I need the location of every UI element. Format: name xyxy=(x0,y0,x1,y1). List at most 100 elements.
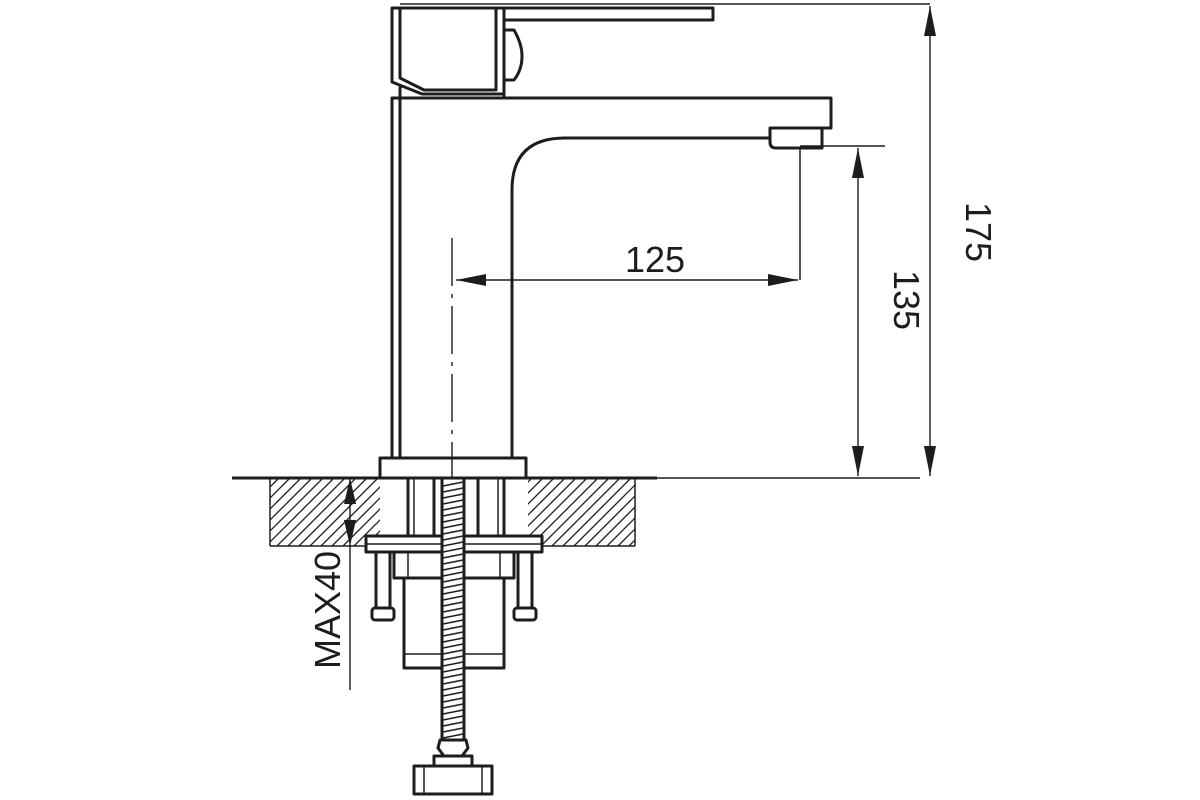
hatch-line xyxy=(651,478,719,546)
hatch-line xyxy=(270,478,291,546)
right-stud-shaft xyxy=(516,550,534,610)
thread-line xyxy=(442,547,464,553)
hatch-line xyxy=(298,478,368,546)
overall-height-label: 175 xyxy=(958,202,999,262)
thread-line xyxy=(442,631,464,637)
thread-line xyxy=(442,595,464,601)
thread-line xyxy=(442,523,464,529)
thread-line xyxy=(442,703,464,709)
hatch-line xyxy=(584,478,635,546)
hatch-line xyxy=(270,478,280,546)
thread-line xyxy=(442,487,464,493)
thread-line xyxy=(442,517,464,523)
thread-line xyxy=(442,529,464,535)
thread-line xyxy=(442,685,464,691)
hatch-line xyxy=(628,478,635,546)
thread-line xyxy=(442,733,464,739)
spout-reach-label: 125 xyxy=(625,239,685,280)
hatch-line xyxy=(684,478,752,546)
left-stud-shaft xyxy=(374,550,392,610)
hatch-line xyxy=(287,478,357,546)
thread-line xyxy=(442,505,464,511)
thread-line xyxy=(442,589,464,595)
thread-line xyxy=(442,619,464,625)
thread-line xyxy=(442,673,464,679)
hatch-line xyxy=(270,478,335,546)
mounting-hardware xyxy=(364,476,544,796)
thread-line xyxy=(442,661,464,667)
thread-line xyxy=(442,655,464,661)
hatch-line xyxy=(270,478,313,546)
thread-line xyxy=(442,583,464,589)
thread-line xyxy=(442,541,464,547)
hatch-line xyxy=(640,478,708,546)
arrow-top xyxy=(924,6,936,36)
thread-line xyxy=(442,643,464,649)
arrow-bottom xyxy=(852,446,864,476)
arrow-right xyxy=(768,274,798,286)
thread-line xyxy=(442,721,464,727)
aerator xyxy=(768,126,824,150)
handle-inner-line xyxy=(398,8,498,92)
countertop-section xyxy=(232,476,920,547)
dimension-spout-reach: 125 xyxy=(456,239,798,286)
thread-line xyxy=(442,571,464,577)
base-flange xyxy=(378,456,528,480)
hatch-line xyxy=(320,478,390,546)
hatch-line xyxy=(270,478,324,546)
thread-line xyxy=(442,667,464,673)
spout-height-label: 135 xyxy=(886,270,927,330)
thread-line xyxy=(442,691,464,697)
arrow-top xyxy=(344,478,356,504)
hatch-line xyxy=(270,478,302,546)
hatch-line xyxy=(695,478,763,546)
thread-line xyxy=(442,679,464,685)
thread-line xyxy=(442,697,464,703)
thread-line xyxy=(442,511,464,517)
faucet-body xyxy=(378,3,930,480)
handle-lever xyxy=(502,6,715,22)
hatch-line xyxy=(540,478,610,546)
thread-line xyxy=(442,559,464,565)
thread-line xyxy=(442,607,464,613)
hose-collar xyxy=(436,738,470,758)
thread-line xyxy=(442,709,464,715)
body-and-spout xyxy=(390,96,833,462)
thread-line xyxy=(442,565,464,571)
hatch-line xyxy=(551,478,621,546)
rod-threads xyxy=(442,481,464,739)
left-stud-nut xyxy=(370,606,396,622)
arrow-left xyxy=(456,274,486,286)
thread-line xyxy=(442,535,464,541)
thread-line xyxy=(442,727,464,733)
hatch-line xyxy=(562,478,632,546)
handle-pivot xyxy=(502,28,524,82)
hatch-line xyxy=(673,478,741,546)
dimension-spout-height: 135 xyxy=(852,148,927,476)
thread-line xyxy=(442,553,464,559)
thread-line xyxy=(442,649,464,655)
hatch-line xyxy=(595,478,635,546)
dimension-overall-height: 175 xyxy=(924,6,999,476)
thread-line xyxy=(442,715,464,721)
hatch-line xyxy=(276,478,346,546)
hatch-line xyxy=(606,478,635,546)
right-stud xyxy=(512,550,538,622)
thread-line xyxy=(442,601,464,607)
hatch-line xyxy=(617,478,635,546)
thread-line xyxy=(442,499,464,505)
thread-line xyxy=(442,577,464,583)
handle-block xyxy=(390,6,506,96)
thread-line xyxy=(442,493,464,499)
arrow-top xyxy=(852,148,864,178)
arrow-bottom xyxy=(924,446,936,476)
thread-line xyxy=(442,481,464,487)
arrow-bottom xyxy=(344,520,356,546)
hatch-line xyxy=(309,478,379,546)
hose-end-nut xyxy=(412,764,494,796)
dimension-max-deck-thickness: MAX40 xyxy=(307,478,356,690)
right-stud-nut xyxy=(512,606,538,622)
hatch-line xyxy=(662,478,730,546)
left-stud xyxy=(370,550,396,622)
